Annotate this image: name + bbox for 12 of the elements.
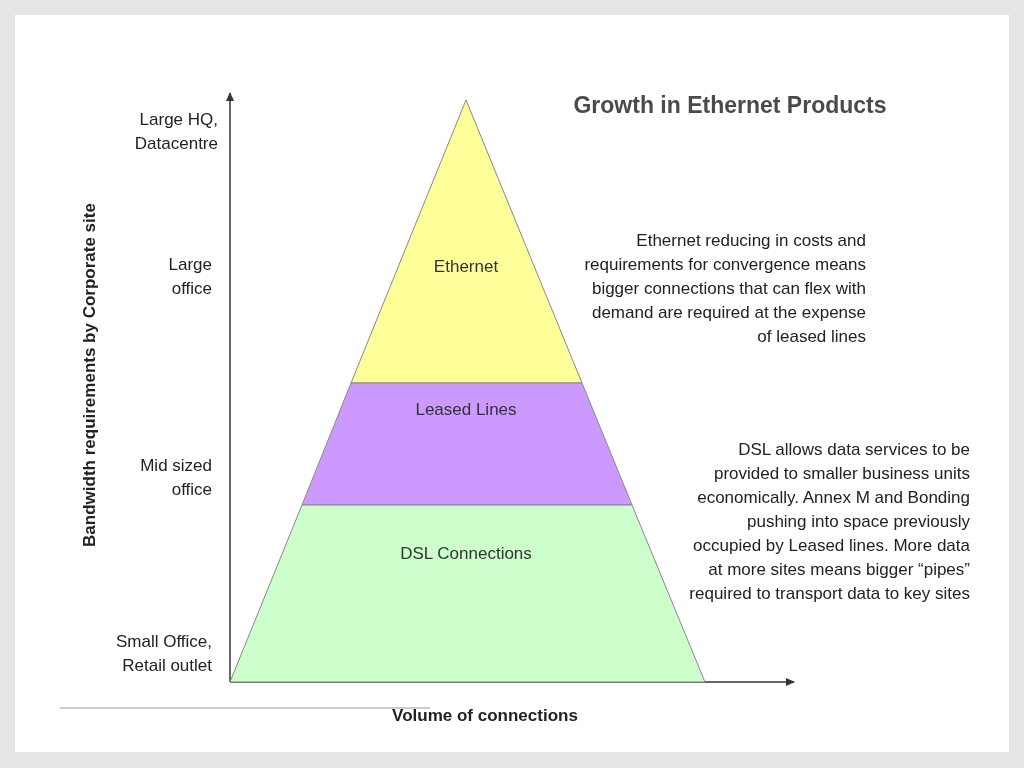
level-label: Large HQ, Datacentre [133, 109, 218, 155]
tier-label: Ethernet [432, 256, 500, 278]
level-label: Mid sized office [140, 455, 212, 501]
level-label: Small Office, Retail outlet [114, 631, 212, 677]
level-label: Large office [167, 254, 212, 300]
title: Growth in Ethernet Products [572, 92, 888, 119]
note-text: Ethernet reducing in costs and requirements for convergence means bigger connections that can flex with demand are required at the expense of leased lines [584, 230, 866, 348]
tier-label: DSL Connections [399, 543, 533, 565]
tier-label: Leased Lines [414, 399, 518, 421]
note-text: DSL allows data services to be provided to smaller business units economically. Annex M and Bonding pushing into space previously occupied by Leased lines. More data at more sites means bigger “pipes” required to transport data to key sites [688, 439, 970, 605]
axis-title: Bandwidth requirements by Corporate site [79, 202, 100, 549]
axis-title: Volume of connections [391, 705, 579, 727]
